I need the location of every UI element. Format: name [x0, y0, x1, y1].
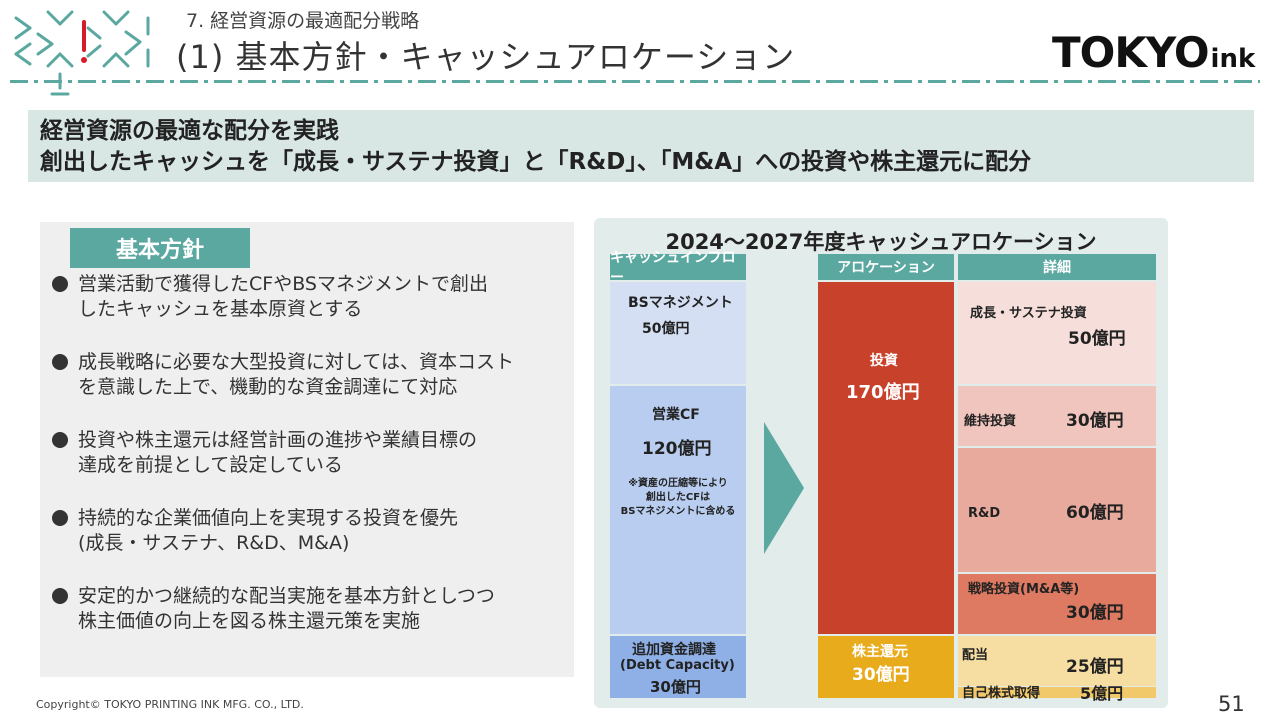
- bullet-line: したキャッシュを基本原資とする: [78, 298, 363, 320]
- allocation-title: 2024〜2027年度キャッシュアロケーション: [665, 230, 1097, 254]
- copyright-text: Copyright© TOKYO PRINTING INK MFG. CO., …: [36, 698, 304, 711]
- buyback-label: 自己株式取得: [962, 686, 1041, 701]
- bullet-line: 投資や株主還元は経営計画の進捗や業績目標の: [78, 429, 478, 451]
- bullet-line: 持続的な企業価値向上を実現する投資を優先: [78, 507, 459, 529]
- rd-value: 60億円: [1066, 503, 1124, 523]
- flow-arrow-icon: [764, 422, 804, 554]
- strategic-investment-value: 30億円: [1066, 603, 1124, 623]
- operating-cf-value: 120億円: [642, 439, 712, 459]
- dividend-value: 25億円: [1066, 657, 1124, 677]
- operating-cf-note-1: ※資産の圧縮等により: [628, 478, 728, 489]
- bs-management-value: 50億円: [642, 321, 690, 337]
- brand-main-text: TOKYO: [1052, 28, 1210, 77]
- dividend-label: 配当: [962, 648, 989, 663]
- dividend-block: 配当 25億円: [958, 636, 1156, 686]
- policy-bullet-list: 営業活動で獲得したCFやBSマネジメントで創出したキャッシュを基本原資とする 成…: [50, 272, 570, 662]
- policy-bullet: 持続的な企業価値向上を実現する投資を優先 (成長・サステナ、R&D、M&A): [50, 506, 570, 556]
- policy-bullet: 投資や株主還元は経営計画の進捗や業績目標の達成を前提として設定している: [50, 428, 570, 478]
- operating-cf-block: 営業CF 120億円 ※資産の圧縮等により 創出したCFは BSマネジメントに含…: [610, 386, 746, 634]
- bullet-line: (成長・サステナ、R&D、M&A): [78, 532, 350, 554]
- shareholder-return-value: 30億円: [852, 665, 910, 685]
- policy-tab: 基本方針: [70, 228, 250, 268]
- bullet-line: 株主価値の向上を図る株主還元策を実施: [78, 610, 421, 632]
- strategic-investment-label: 戦略投資(M&A等): [968, 582, 1080, 597]
- bullet-line: 成長戦略に必要な大型投資に対しては、資本コスト: [78, 351, 515, 373]
- bullet-line: を意識した上で、機動的な資金調達にて対応: [78, 376, 458, 398]
- bs-management-label: BSマネジメント: [628, 295, 733, 311]
- bullet-line: 達成を前提として設定している: [78, 454, 343, 476]
- investment-block: 投資 170億円: [818, 282, 954, 634]
- debt-block: 追加資金調達 (Debt Capacity) 30億円: [610, 636, 746, 698]
- debt-value: 30億円: [650, 678, 701, 696]
- decorative-pattern-icon: [14, 10, 150, 96]
- shareholder-return-label: 株主還元: [852, 644, 908, 660]
- brand-sub-text: ink: [1210, 44, 1256, 74]
- bullet-line: 営業活動で獲得したCFやBSマネジメントで創出: [78, 273, 488, 295]
- growth-investment-label: 成長・サステナ投資: [970, 306, 1087, 321]
- page-number: 51: [1218, 692, 1245, 716]
- policy-bullet: 成長戦略に必要な大型投資に対しては、資本コストを意識した上で、機動的な資金調達に…: [50, 350, 570, 400]
- inflow-column-header: キャッシュインフロー: [610, 250, 746, 286]
- shareholder-return-block: 株主還元 30億円: [818, 636, 954, 698]
- investment-label: 投資: [870, 353, 898, 369]
- bullet-dot-icon: [52, 354, 68, 370]
- maintenance-investment-block: 維持投資 30億円: [958, 386, 1156, 446]
- growth-investment-block: 成長・サステナ投資 50億円: [958, 282, 1156, 384]
- bullet-line: 安定的かつ継続的な配当実施を基本方針としつつ: [78, 585, 495, 607]
- strategic-investment-block: 戦略投資(M&A等) 30億円: [958, 574, 1156, 634]
- summary-line-2: 創出したキャッシュを「成長・サステナ投資」と「R&D」、「M&A」への投資や株主…: [40, 149, 1032, 175]
- policy-bullet: 営業活動で獲得したCFやBSマネジメントで創出したキャッシュを基本原資とする: [50, 272, 570, 322]
- detail-column-header: 詳細: [958, 254, 1156, 280]
- maintenance-investment-label: 維持投資: [964, 414, 1017, 429]
- bullet-dot-icon: [52, 276, 68, 292]
- growth-investment-value: 50億円: [1068, 329, 1126, 349]
- debt-sub-label: (Debt Capacity): [620, 658, 735, 673]
- page-title: (1) 基本方針・キャッシュアロケーション: [176, 38, 796, 76]
- rd-label: R&D: [968, 506, 1001, 521]
- bs-management-block: BSマネジメント 50億円: [610, 282, 746, 384]
- bullet-dot-icon: [52, 588, 68, 604]
- header-divider: [10, 80, 1260, 83]
- allocation-column-header: アロケーション: [818, 254, 954, 280]
- section-label: 7. 経営資源の最適配分戦略: [186, 10, 420, 32]
- summary-line-1: 経営資源の最適な配分を実践: [40, 118, 339, 144]
- bullet-dot-icon: [52, 432, 68, 448]
- rd-block: R&D 60億円: [958, 448, 1156, 572]
- operating-cf-note-3: BSマネジメントに含める: [620, 506, 736, 517]
- debt-label: 追加資金調達: [632, 642, 716, 658]
- brand-logo: TOKYOink: [1052, 28, 1255, 77]
- bullet-dot-icon: [52, 510, 68, 526]
- summary-band: 経営資源の最適な配分を実践 創出したキャッシュを「成長・サステナ投資」と「R&D…: [28, 110, 1254, 182]
- buyback-block: 自己株式取得 5億円: [958, 684, 1156, 703]
- operating-cf-note-2: 創出したCFは: [645, 492, 711, 503]
- policy-panel: [40, 222, 574, 677]
- operating-cf-label: 営業CF: [652, 407, 700, 423]
- maintenance-investment-value: 30億円: [1066, 411, 1124, 431]
- buyback-value: 5億円: [1080, 684, 1124, 703]
- policy-bullet: 安定的かつ継続的な配当実施を基本方針としつつ株主価値の向上を図る株主還元策を実施: [50, 584, 570, 634]
- investment-value: 170億円: [846, 382, 920, 403]
